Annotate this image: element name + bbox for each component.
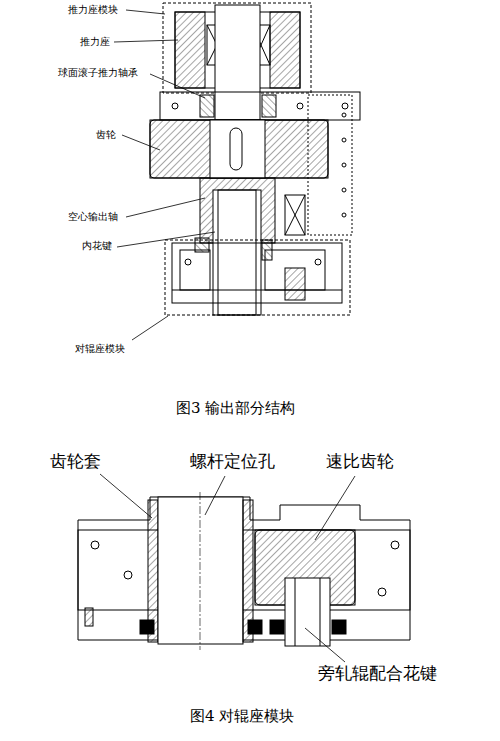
part-label: 对辊座模块 xyxy=(75,343,125,354)
shaft xyxy=(215,5,260,120)
part-label: 旁轧辊配合花键 xyxy=(318,664,437,683)
bearing-block xyxy=(160,92,360,120)
part-label: 推力座模块 xyxy=(68,4,118,15)
part-label: 齿轮套 xyxy=(50,452,101,471)
figure-caption: 图3 输出部分结构 xyxy=(176,400,295,417)
part-label: 空心输出轴 xyxy=(68,211,118,222)
spline xyxy=(285,578,330,646)
part-label: 齿轮 xyxy=(96,129,116,140)
part-label: 推力座 xyxy=(80,36,110,47)
roll-seat-frame xyxy=(165,240,350,315)
housing xyxy=(308,95,352,235)
gear xyxy=(150,120,328,178)
part-label: 球面滚子推力轴承 xyxy=(58,67,138,78)
part-label: 速比齿轮 xyxy=(326,452,394,471)
figure-caption: 图4 对辊座模块 xyxy=(190,708,294,725)
part-label: 螺杆定位孔 xyxy=(190,452,275,471)
part-label: 内花键 xyxy=(82,240,112,251)
screw-hole xyxy=(158,497,243,644)
